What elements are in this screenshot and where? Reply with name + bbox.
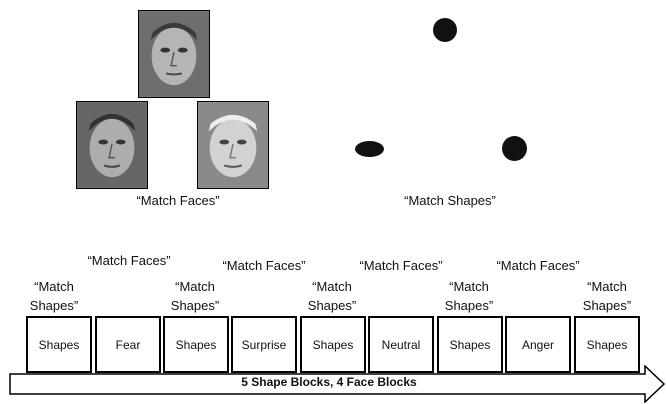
shape-label-line: “Match [22, 277, 86, 296]
shape-block-label: “Match Shapes” [575, 277, 639, 315]
shapes-caption: “Match Shapes” [390, 193, 510, 208]
shape-label-line: “Match [575, 277, 639, 296]
shape-label-line: Shapes” [437, 296, 501, 315]
shape-block-label: “Match Shapes” [22, 277, 86, 315]
face-image [198, 102, 268, 188]
shape-label-line: Shapes” [163, 296, 227, 315]
faces-caption: “Match Faces” [118, 193, 238, 208]
shape-top [433, 18, 457, 42]
face-image [139, 11, 209, 97]
face-photo-right [197, 101, 269, 189]
face-image [77, 102, 147, 188]
face-block-label: “Match Faces” [211, 256, 317, 275]
shape-label-line: Shapes” [575, 296, 639, 315]
shape-label-line: “Match [437, 277, 501, 296]
shape-block-label: “Match Shapes” [437, 277, 501, 315]
face-block-label: “Match Faces” [76, 251, 182, 270]
shape-label-line: “Match [163, 277, 227, 296]
face-photo-left [76, 101, 148, 189]
face-block-label: “Match Faces” [348, 256, 454, 275]
shape-label-line: Shapes” [300, 296, 364, 315]
shape-block-label: “Match Shapes” [300, 277, 364, 315]
timeline-label: 5 Shape Blocks, 4 Face Blocks [9, 375, 649, 389]
shape-block-label: “Match Shapes” [163, 277, 227, 315]
shape-right [502, 136, 527, 161]
shape-left [355, 141, 384, 157]
shape-label-line: Shapes” [22, 296, 86, 315]
face-photo-top [138, 10, 210, 98]
face-block-label: “Match Faces” [485, 256, 591, 275]
shape-label-line: “Match [300, 277, 364, 296]
